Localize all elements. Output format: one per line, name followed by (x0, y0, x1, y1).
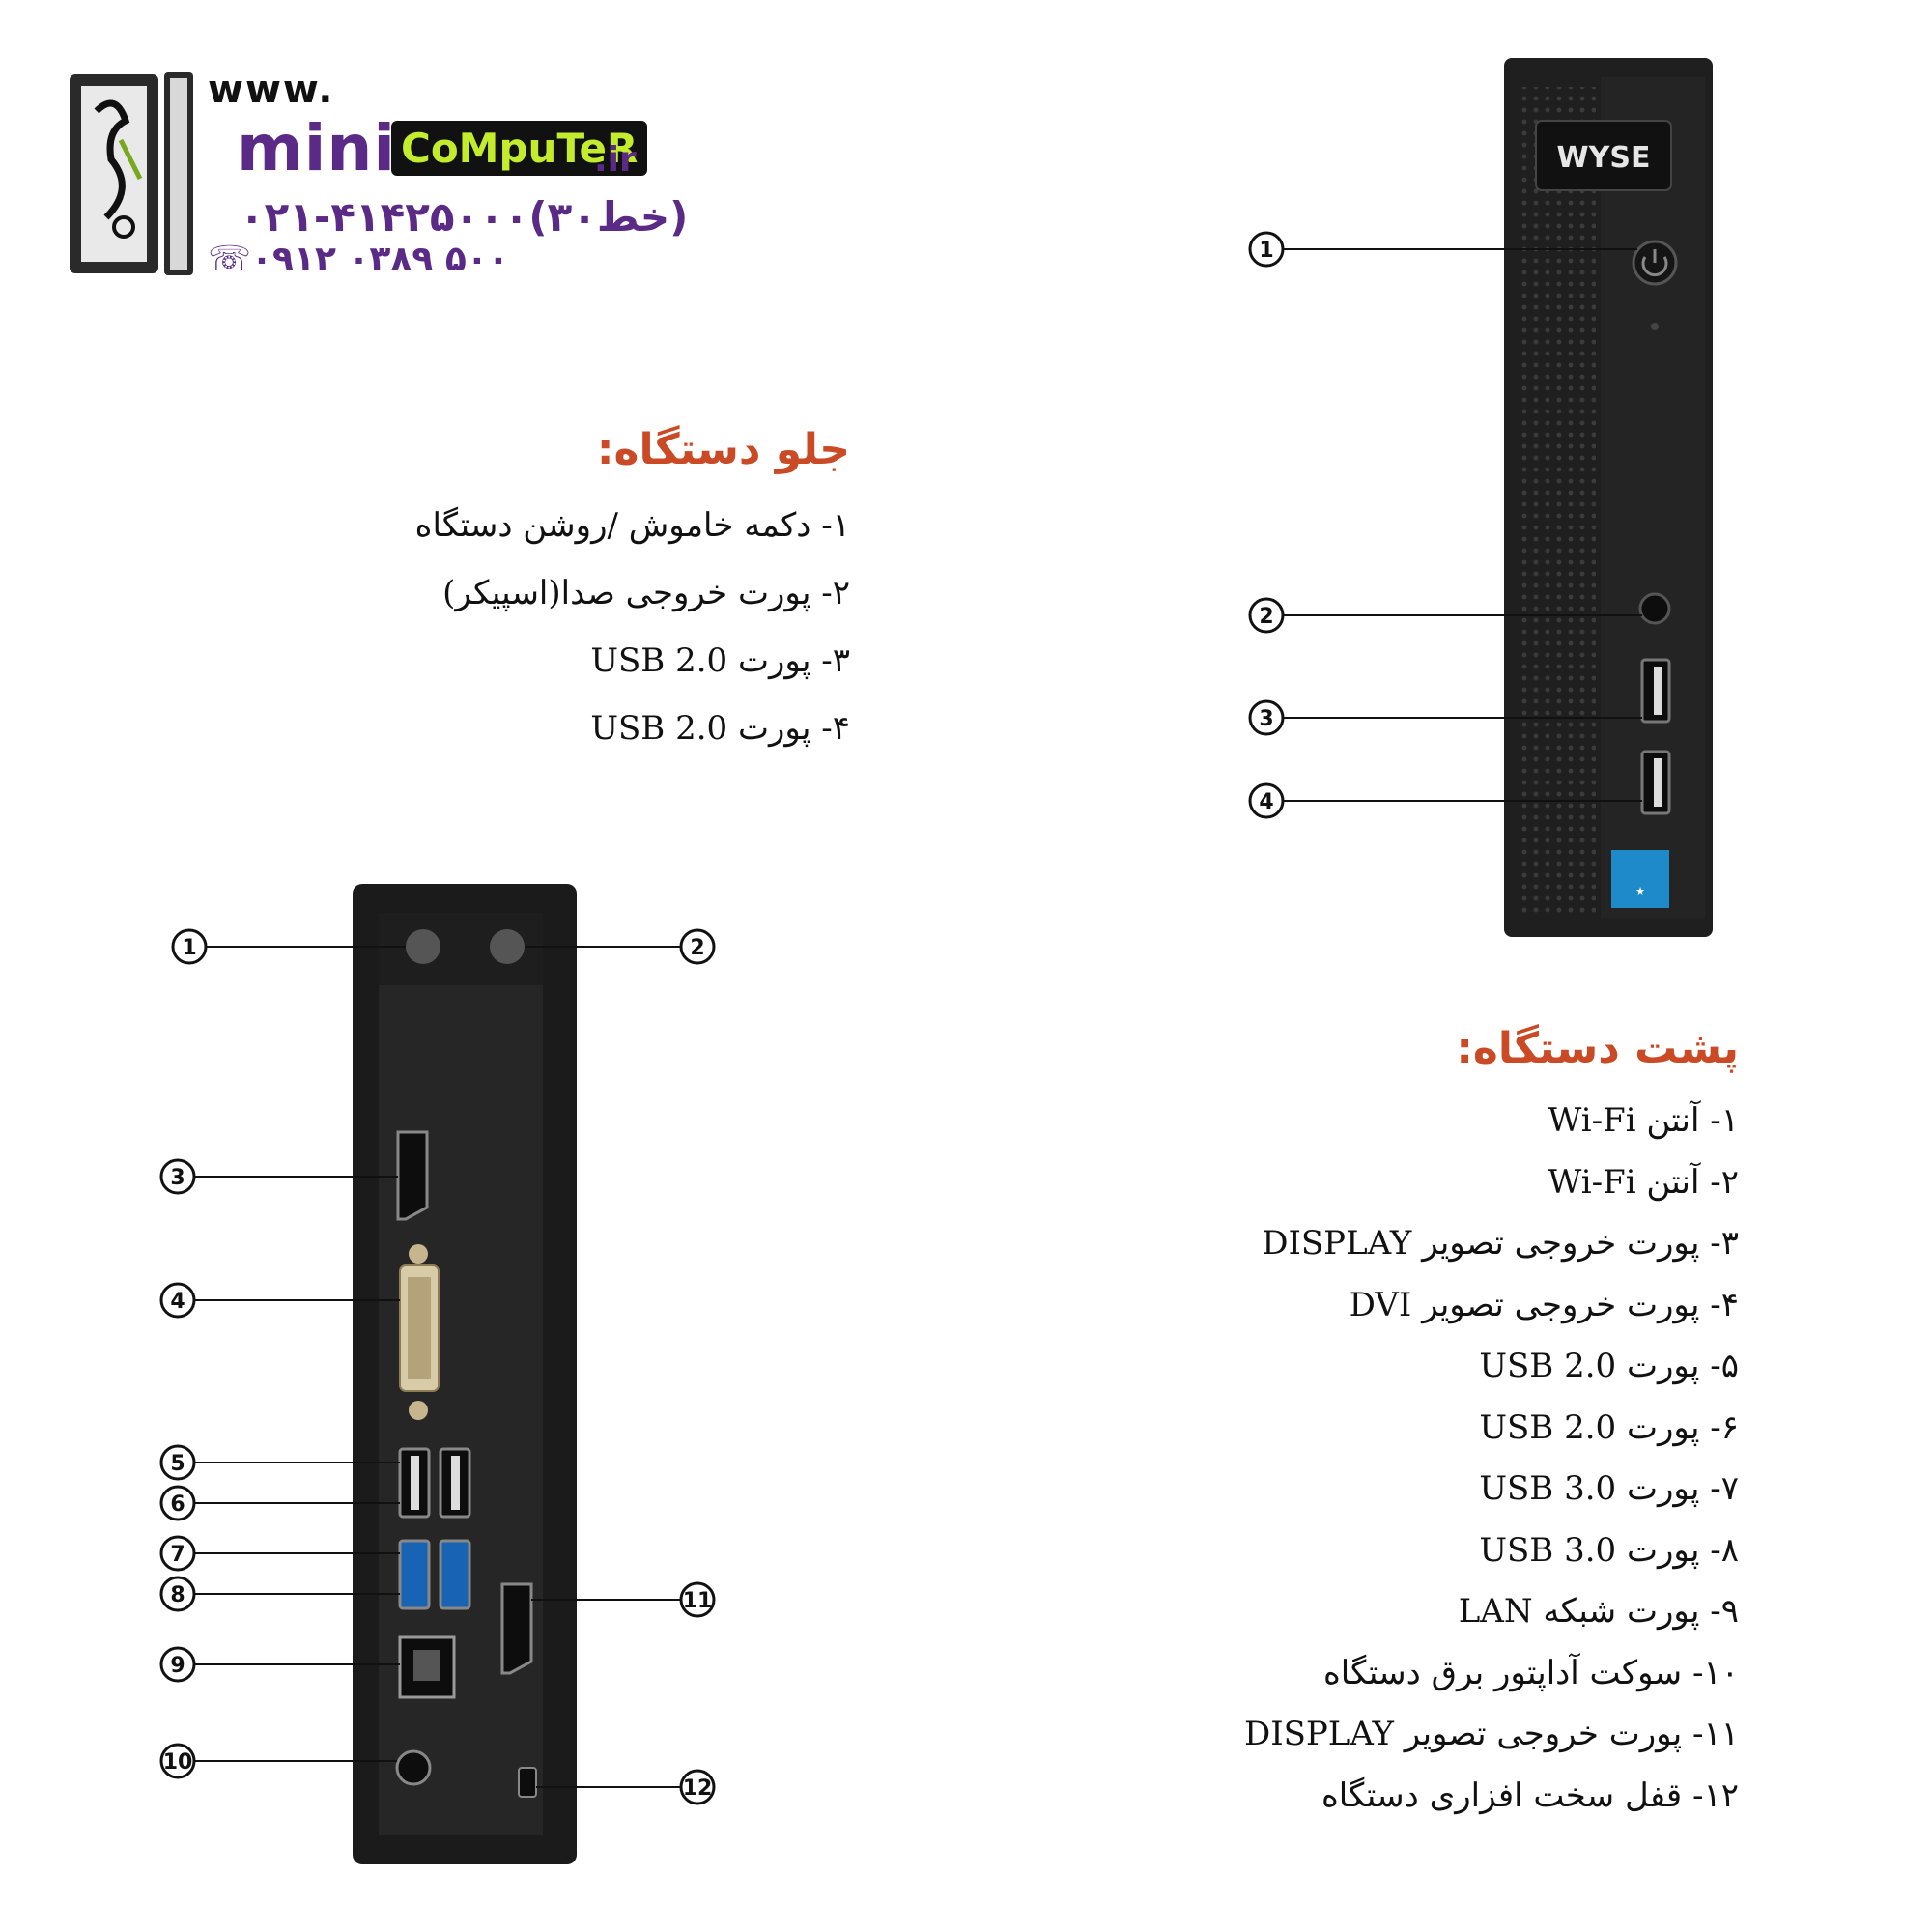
back-section-item: ۱- آنتن Wi-Fi (1548, 1101, 1739, 1140)
back-section-item: ۱۱- پورت خروجی تصویر DISPLAY (1243, 1715, 1739, 1753)
power-button-icon (1632, 240, 1678, 286)
back-section-item: ۳- پورت خروجی تصویر DISPLAY (1262, 1224, 1739, 1263)
front-section-title: جلو دستگاه: (596, 425, 850, 474)
back-section-item: ۱۲- قفل سخت افزاری دستگاه (1321, 1776, 1739, 1815)
logo-mini: mini (237, 111, 397, 185)
front-callout-marker-label: 3 (1259, 707, 1273, 731)
front-callout-marker-label: 2 (1259, 605, 1273, 629)
front-callout-marker-circle (1248, 699, 1285, 736)
front-section-item: ۴- پورت USB 2.0 (590, 709, 850, 748)
front-callout-marker-circle (1248, 782, 1285, 819)
front-section-item: ۱- دکمه خاموش /روشن دستگاه (414, 506, 850, 545)
front-callout-marker-label: 1 (1259, 239, 1273, 263)
logo-phone-mobile-number: ۰۹۱۲ ۰۳۸۹ ۵۰۰ (251, 240, 509, 279)
logo-www: www. (208, 68, 335, 112)
phone-icon: ☏ (208, 240, 252, 279)
energy-star-icon: ★ (1611, 850, 1669, 908)
front-section-item: ۲- پورت خروجی صدا(اسپیکر) (442, 574, 850, 612)
back-section-item: ۴- پورت خروجی تصویر DVI (1349, 1285, 1739, 1324)
front-brand-label: WYSE (1557, 141, 1651, 175)
back-section: پشت دستگاه: ۱- آنتن Wi-Fi ۲- آنتن Wi-Fi ۳-… (1244, 1024, 1739, 1827)
back-section-title: پشت دستگاه: (1456, 1024, 1739, 1073)
logo-phone-main: ۰۲۱-۴۱۴۲۵۰۰۰(۳۰خط) (240, 193, 689, 241)
back-section-item: ۱۰- سوکت آداپتور برق دستگاه (1322, 1653, 1739, 1692)
back-section-item: ۹- پورت شبکه LAN (1458, 1592, 1739, 1631)
front-callouts (1283, 248, 1642, 802)
logo-mark-icon (70, 72, 193, 275)
front-callout-marker-circle (1248, 231, 1285, 268)
front-callout-marker-circle (1248, 597, 1285, 634)
front-device-body (1504, 58, 1713, 937)
front-section-item: ۳- پورت USB 2.0 (590, 641, 850, 680)
front-section: جلو دستگاه: ۱- دکمه خاموش /روشن دستگاه ۲-… (415, 425, 850, 762)
front-items-list: ۱- دکمه خاموش /روشن دستگاه ۲- پورت خروجی … (415, 492, 850, 762)
logo-phone-mobile: ☏۰۹۱۲ ۰۳۸۹ ۵۰۰ (208, 240, 509, 279)
logo: www. mini CoMpuTeR .ir ۰۲۱-۴۱۴۲۵۰۰۰(۳۰خط… (68, 68, 744, 290)
back-items-list: ۱- آنتن Wi-Fi ۲- آنتن Wi-Fi ۳- پورت خروجی … (1244, 1091, 1739, 1827)
audio-jack-icon (1638, 592, 1671, 625)
front-callout-marker-label: 4 (1259, 790, 1273, 814)
back-section-item: ۷- پورت USB 3.0 (1479, 1469, 1739, 1508)
status-led (1651, 323, 1659, 330)
front-usb-port-1-icon (1640, 658, 1671, 724)
front-usb-port-2-icon (1640, 750, 1671, 815)
back-section-item: ۵- پورت USB 2.0 (1479, 1347, 1739, 1385)
back-section-item: ۲- آنتن Wi-Fi (1548, 1162, 1739, 1202)
back-section-item: ۸- پورت USB 3.0 (1479, 1530, 1739, 1570)
front-callout-markers: 1 2 3 4 (1248, 231, 1285, 819)
logo-tld: .ir (594, 140, 637, 180)
logo-computer: CoMpuTeR (391, 121, 648, 176)
svg-text:★: ★ (1635, 885, 1645, 897)
back-section-item: ۶- پورت USB 2.0 (1479, 1407, 1739, 1447)
